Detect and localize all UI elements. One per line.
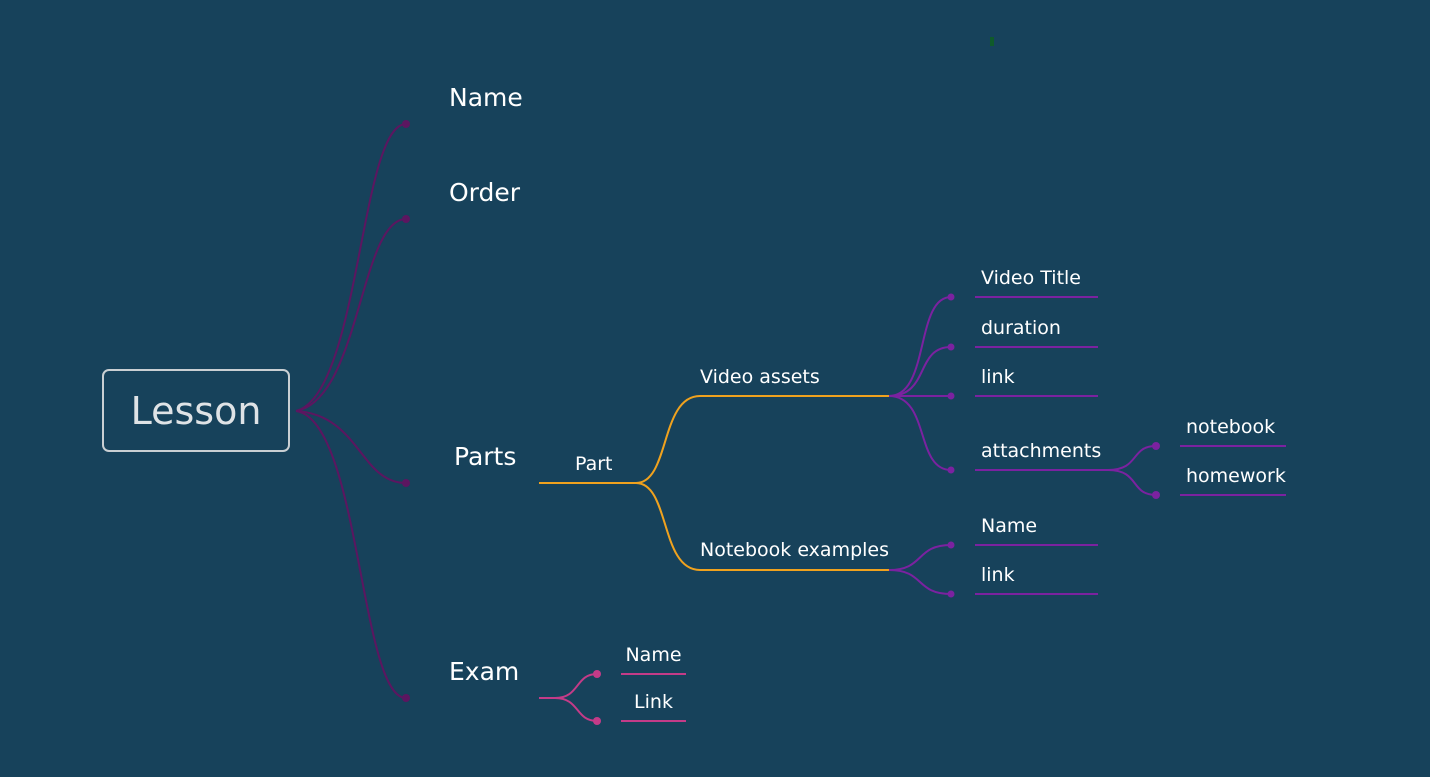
part-connectors (539, 395, 889, 571)
dot-parts (402, 479, 410, 487)
dot-duration (947, 343, 955, 351)
connector-video-title (888, 296, 952, 397)
dot-attachments (947, 466, 955, 474)
dot-exam-name (593, 670, 601, 678)
exam-dots (593, 670, 601, 725)
dot-order (402, 215, 410, 223)
node-video-title[interactable]: Video Title (981, 267, 1081, 289)
connector-part-video (635, 395, 889, 484)
connector-exam-name (554, 673, 598, 699)
node-link[interactable]: link (981, 366, 1015, 388)
node-duration[interactable]: duration (981, 317, 1061, 339)
connector-attachments (888, 395, 952, 471)
node-parts[interactable]: Parts (454, 442, 517, 471)
connector-nb-name (888, 544, 952, 571)
connector-root-exam (295, 410, 407, 699)
dot-nb-link (947, 590, 955, 598)
connector-root-order (295, 218, 407, 412)
node-notebook[interactable]: notebook (1186, 416, 1276, 438)
node-homework[interactable]: homework (1186, 465, 1286, 487)
node-part[interactable]: Part (575, 453, 613, 475)
dot-name (402, 120, 410, 128)
dot-homework (1152, 491, 1160, 499)
dot-exam-link (593, 717, 601, 725)
root-connectors (295, 123, 407, 699)
node-notebook-examples[interactable]: Notebook examples (700, 539, 890, 561)
root-node[interactable]: Lesson (102, 369, 290, 452)
dot-link (947, 392, 955, 400)
connector-root-parts (295, 410, 407, 484)
dot-video-title (947, 293, 955, 301)
node-exam[interactable]: Exam (449, 657, 520, 686)
connector-notebook (1107, 445, 1157, 471)
root-connector-dots (402, 120, 410, 702)
root-node-label: Lesson (130, 388, 262, 433)
connector-nb-link (888, 569, 952, 595)
dot-exam (402, 694, 410, 702)
node-name[interactable]: Name (449, 83, 523, 112)
node-order[interactable]: Order (449, 178, 521, 207)
dot-nb-name (947, 541, 955, 549)
dot-notebook (1152, 442, 1160, 450)
notebook-example-dots (947, 541, 955, 598)
node-exam-name[interactable]: Name (625, 644, 682, 666)
node-attachments[interactable]: attachments (981, 440, 1102, 462)
node-nb-name[interactable]: Name (981, 515, 1038, 537)
node-video-assets[interactable]: Video assets (700, 366, 820, 388)
video-asset-dots (947, 293, 1160, 499)
node-nb-link[interactable]: link (981, 564, 1015, 586)
connector-part-notebook (635, 482, 889, 571)
node-exam-link[interactable]: Link (634, 691, 673, 713)
video-asset-connectors (888, 296, 1286, 496)
small-marker (990, 37, 994, 46)
connector-exam-link (554, 697, 598, 722)
connector-duration (888, 346, 952, 397)
exam-connectors (539, 673, 686, 722)
connector-root-name (295, 123, 407, 412)
notebook-example-connectors (888, 544, 1098, 595)
connector-homework (1107, 469, 1157, 496)
